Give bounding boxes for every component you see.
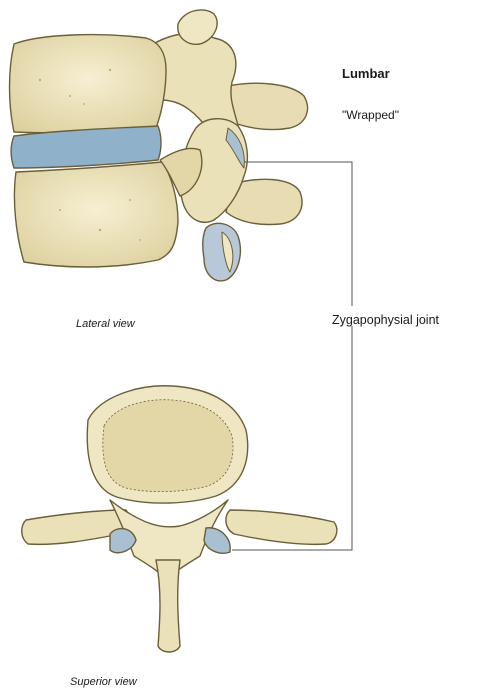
superior-view-illustration (22, 386, 337, 652)
vertebral-body-endplate (103, 400, 233, 492)
lateral-view-illustration (10, 10, 308, 281)
superior-view-caption: Superior view (70, 676, 137, 688)
diagram-subtitle: "Wrapped" (342, 108, 399, 122)
diagram-title: Lumbar (342, 66, 390, 81)
lateral-view-caption: Lateral view (76, 318, 135, 330)
right-transverse-process (226, 510, 337, 544)
superior-spinous-process (156, 560, 180, 652)
upper-vertebral-body (10, 35, 167, 133)
right-facet-joint (204, 528, 230, 554)
zygapophysial-joint-label: Zygapophysial joint (332, 313, 439, 327)
upper-spinous-process (226, 83, 308, 129)
lower-vertebral-body (14, 162, 178, 267)
